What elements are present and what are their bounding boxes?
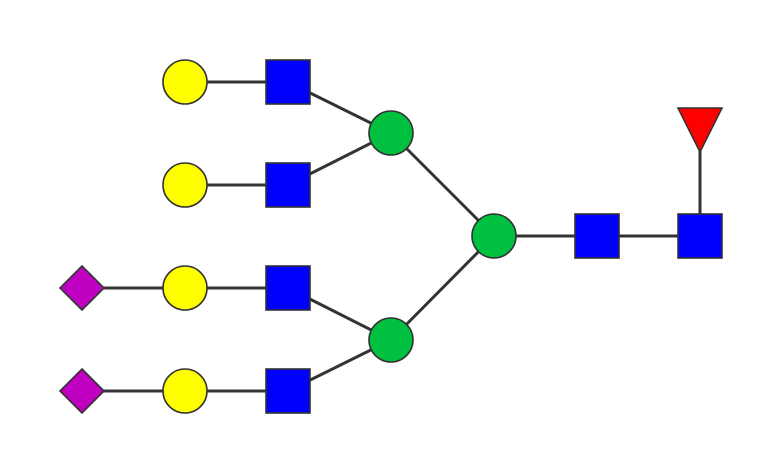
gal-3-circle-symbol <box>163 266 207 310</box>
neuac-2-diamond-symbol <box>60 369 104 413</box>
glcnac-4-square-symbol <box>266 369 310 413</box>
neuac-1-diamond-symbol <box>60 266 104 310</box>
gal-1-circle-symbol <box>163 60 207 104</box>
gal-4-circle-symbol <box>163 369 207 413</box>
fuc-1-triangle-symbol <box>678 108 722 152</box>
man-lower-circle-symbol <box>369 318 413 362</box>
glcnac-core-1-square-symbol <box>575 214 619 258</box>
glcnac-3-square-symbol <box>266 266 310 310</box>
gal-2-circle-symbol <box>163 163 207 207</box>
man-upper-circle-symbol <box>369 111 413 155</box>
man-core-circle-symbol <box>472 214 516 258</box>
glcnac-core-2-square-symbol <box>678 214 722 258</box>
glcnac-1-square-symbol <box>266 60 310 104</box>
glcnac-2-square-symbol <box>266 163 310 207</box>
